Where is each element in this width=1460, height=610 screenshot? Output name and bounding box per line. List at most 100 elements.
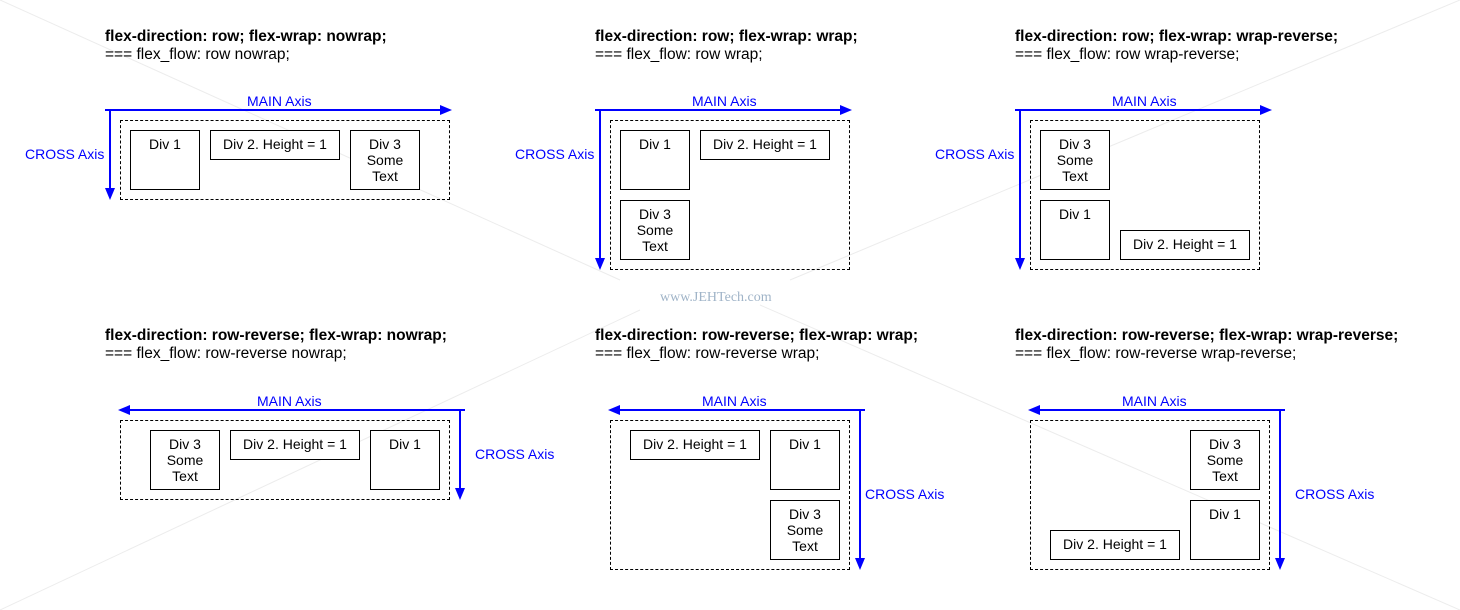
cross-axis-label: CROSS Axis: [865, 486, 945, 502]
box-text: Some: [636, 222, 674, 238]
box-text: Div 1: [1059, 206, 1091, 222]
div1-box: Div 1: [370, 430, 440, 490]
box-text: Text: [372, 168, 398, 184]
div1-box: Div 1: [1040, 200, 1110, 260]
box-text: Text: [1212, 468, 1238, 484]
diagram-title: flex-direction: row; flex-wrap: wrap;===…: [595, 28, 858, 64]
box-text: Some: [786, 522, 824, 538]
cross-axis-label: CROSS Axis: [25, 146, 105, 162]
box-text: Some: [1056, 152, 1094, 168]
main-axis-label: MAIN Axis: [257, 393, 322, 409]
div2-box: Div 2. Height = 1: [230, 430, 360, 460]
box-text: Div 1: [639, 136, 671, 152]
cross-axis-arrowhead: [1015, 258, 1025, 270]
cross-axis-arrowhead: [105, 188, 115, 200]
title-flex-properties: flex-direction: row; flex-wrap: wrap;: [595, 28, 858, 45]
title-flex-flow: === flex_flow: row-reverse wrap-reverse;: [1015, 345, 1297, 362]
box-text: Div 1: [149, 136, 181, 152]
main-axis-arrowhead: [608, 405, 620, 415]
box-text: Div 2. Height = 1: [223, 136, 327, 152]
box-text: Some: [366, 152, 404, 168]
main-axis-arrowhead: [118, 405, 130, 415]
box-text: Div 2. Height = 1: [243, 436, 347, 452]
main-axis-label: MAIN Axis: [702, 393, 767, 409]
diagram-title: flex-direction: row-reverse; flex-wrap: …: [595, 327, 918, 363]
flex-container: [610, 420, 850, 570]
watermark: www.JEHTech.com: [660, 290, 772, 305]
title-flex-flow: === flex_flow: row-reverse wrap;: [595, 345, 820, 362]
box-text: Some: [166, 452, 204, 468]
box-text: Div 1: [789, 436, 821, 452]
cross-axis-label: CROSS Axis: [515, 146, 595, 162]
box-text: Div 3: [1059, 136, 1091, 152]
div2-box: Div 2. Height = 1: [630, 430, 760, 460]
cross-axis-label: CROSS Axis: [475, 446, 555, 462]
title-flex-properties: flex-direction: row; flex-wrap: nowrap;: [105, 28, 387, 45]
div1-box: Div 1: [620, 130, 690, 190]
cross-axis-arrowhead: [1275, 558, 1285, 570]
main-axis-label: MAIN Axis: [1112, 93, 1177, 109]
main-axis-arrowhead: [1260, 105, 1272, 115]
diagram-title: flex-direction: row-reverse; flex-wrap: …: [1015, 327, 1398, 363]
box-text: Div 2. Height = 1: [643, 436, 747, 452]
box-text: Some: [1206, 452, 1244, 468]
flex-container: [1030, 420, 1270, 570]
main-axis-label: MAIN Axis: [247, 93, 312, 109]
main-axis-label: MAIN Axis: [1122, 393, 1187, 409]
box-text: Div 2. Height = 1: [1063, 536, 1167, 552]
main-axis-label: MAIN Axis: [692, 93, 757, 109]
box-text: Div 3: [369, 136, 401, 152]
title-flex-properties: flex-direction: row-reverse; flex-wrap: …: [105, 327, 447, 344]
title-flex-flow: === flex_flow: row wrap-reverse;: [1015, 46, 1240, 63]
flex-container: [610, 120, 850, 270]
box-text: Div 1: [389, 436, 421, 452]
title-flex-flow: === flex_flow: row nowrap;: [105, 46, 290, 63]
box-text: Div 3: [789, 506, 821, 522]
div2-box: Div 2. Height = 1: [1050, 530, 1180, 560]
box-text: Div 3: [1209, 436, 1241, 452]
main-axis-arrowhead: [440, 105, 452, 115]
box-text: Div 1: [1209, 506, 1241, 522]
cross-axis-label: CROSS Axis: [935, 146, 1015, 162]
box-text: Text: [172, 468, 198, 484]
box-text: Div 3: [169, 436, 201, 452]
box-text: Div 2. Height = 1: [713, 136, 817, 152]
main-axis-arrowhead: [1028, 405, 1040, 415]
cross-axis-arrowhead: [455, 488, 465, 500]
cross-axis-arrowhead: [855, 558, 865, 570]
div2-box: Div 2. Height = 1: [700, 130, 830, 160]
div2-box: Div 2. Height = 1: [210, 130, 340, 160]
div1-box: Div 1: [1190, 500, 1260, 560]
flex-container: [1030, 120, 1260, 270]
div1-box: Div 1: [130, 130, 200, 190]
flex-container: [120, 420, 450, 500]
title-flex-properties: flex-direction: row-reverse; flex-wrap: …: [1015, 327, 1399, 344]
flex-container: [120, 120, 450, 200]
box-text: Text: [1062, 168, 1088, 184]
cross-axis-label: CROSS Axis: [1295, 486, 1375, 502]
cross-axis-arrowhead: [595, 258, 605, 270]
diagram-title: flex-direction: row; flex-wrap: wrap-rev…: [1015, 28, 1338, 64]
diagram-title: flex-direction: row-reverse; flex-wrap: …: [105, 327, 447, 363]
box-text: Text: [642, 238, 668, 254]
title-flex-properties: flex-direction: row-reverse; flex-wrap: …: [595, 327, 918, 344]
box-text: Div 2. Height = 1: [1133, 236, 1237, 252]
diagram-title: flex-direction: row; flex-wrap: nowrap;=…: [105, 28, 387, 64]
title-flex-properties: flex-direction: row; flex-wrap: wrap-rev…: [1015, 28, 1338, 45]
title-flex-flow: === flex_flow: row wrap;: [595, 46, 763, 63]
div2-box: Div 2. Height = 1: [1120, 230, 1250, 260]
div1-box: Div 1: [770, 430, 840, 490]
box-text: Div 3: [639, 206, 671, 222]
